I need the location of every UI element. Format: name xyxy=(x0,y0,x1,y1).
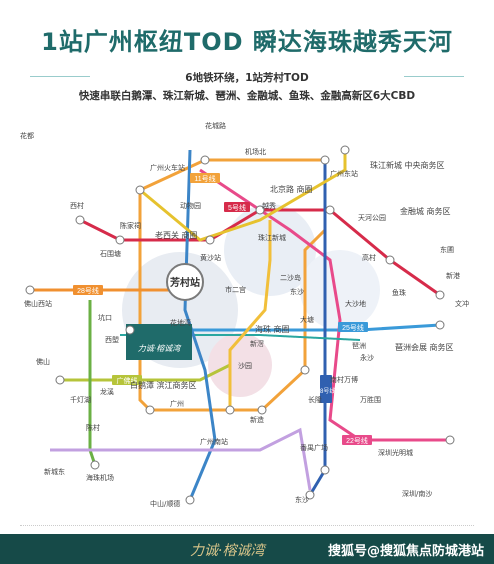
zone-beijinglu: 北京路 商圈 xyxy=(270,184,313,194)
station-shiweitang: 石围塘 xyxy=(100,249,121,258)
brand-badge xyxy=(126,324,192,360)
divider xyxy=(30,76,90,77)
halo-pazhou xyxy=(300,250,380,330)
station-xinchengdong: 新城东 xyxy=(44,467,65,476)
line-28-label: 28号线 xyxy=(77,286,99,295)
fine-print xyxy=(20,525,474,530)
line-guangfo xyxy=(60,363,231,382)
station-datang: 大塘 xyxy=(300,315,314,324)
station-pazhou: 琶洲 xyxy=(352,342,366,350)
station-ershadao: 二沙岛 xyxy=(280,273,301,282)
station-xinjiao: 新滘 xyxy=(250,339,264,348)
label-line-guangfo: 广佛线 xyxy=(112,375,142,385)
station-gzdong: 广州东站 xyxy=(330,169,358,178)
station-xingang: 新港 xyxy=(446,271,460,280)
station-hzjc: 海珠机场 xyxy=(86,473,114,482)
station-huachenglu: 花城路 xyxy=(205,121,226,130)
zone-jinrongcheng: 金融城 商务区 xyxy=(400,206,451,216)
station-yongsha: 永沙 xyxy=(360,353,374,362)
line-1 xyxy=(139,150,347,242)
zone-laoxiguan: 老西关 商圈 xyxy=(155,230,198,240)
line-2 xyxy=(183,149,217,501)
brand-badge-label: 力诚·榕诚湾 xyxy=(138,344,183,353)
page-title: 1站广州枢纽TOD 瞬达海珠越秀天河 xyxy=(41,28,453,56)
line-18-label: 18号线 xyxy=(317,387,336,395)
station-shayuan: 沙园 xyxy=(238,362,252,370)
station-xinzao: 新造 xyxy=(250,415,264,424)
station-kengkou: 坑口 xyxy=(98,313,112,322)
station-gaocun: 高村 xyxy=(362,253,376,262)
subtitle-cbd: 快速串联白鹅潭、珠江新城、琶洲、金融城、鱼珠、金融高新区6大CBD xyxy=(78,90,416,102)
station-wanshengwei: 万胜围 xyxy=(360,395,381,404)
zone-zhujiang: 珠江新城 中央商务区 xyxy=(370,160,445,170)
station-yuexiu: 越秀 xyxy=(262,201,276,210)
station-zhujiangxc: 珠江新城 xyxy=(258,233,286,242)
halo-haizhu xyxy=(208,333,272,397)
station-jichangbei: 机场北 xyxy=(245,147,266,156)
divider xyxy=(404,76,464,77)
station-gzhcz: 广州火车站 xyxy=(150,163,185,172)
footer-bar: 力诚·榕诚湾 搜狐号@搜狐焦点防城港站 xyxy=(0,534,494,564)
footer-brand: 力诚·榕诚湾 xyxy=(190,543,265,559)
line-22-label: 22号线 xyxy=(346,436,368,445)
station-foshanxi: 佛山西站 xyxy=(24,299,52,308)
station-foshan: 佛山 xyxy=(36,357,50,366)
station-huangsha: 黄沙站 xyxy=(200,253,221,262)
label-line-25: 25号线 xyxy=(338,322,368,332)
station-shenzhennansha: 深圳/南沙 xyxy=(402,489,432,498)
station-xilang: 西塱 xyxy=(105,335,119,344)
station-dongshanl: 东沙 xyxy=(290,287,304,296)
station-tianhegy: 天河公园 xyxy=(358,214,386,222)
station-guangzhou: 广州 xyxy=(170,399,184,408)
station-nancunwb: 南村万博 xyxy=(330,375,358,384)
station-chenjiaci: 陈家祠 xyxy=(120,221,141,230)
station-zhongshan: 中山/顺德 xyxy=(150,499,180,508)
station-huadu: 花都 xyxy=(20,131,34,140)
station-shenzhengm: 深圳光明城 xyxy=(378,448,413,457)
station-gzsouth: 广州南站 xyxy=(200,437,228,446)
line-11-label: 11号线 xyxy=(194,174,215,183)
station-dongsha: 东沙 xyxy=(295,495,309,504)
fangcun-station-label: 芳村站 xyxy=(170,276,200,289)
line-circle xyxy=(50,427,312,491)
station-wenchong: 文冲 xyxy=(455,299,469,308)
station-dashadi: 大沙地 xyxy=(345,299,366,308)
station-qiandenghu: 千灯湖 xyxy=(70,395,91,404)
label-line-18: 18号线 xyxy=(317,375,336,403)
zone-baietan: 白鹅潭 滨江商务区 xyxy=(130,380,197,390)
station-xicun: 西村 xyxy=(70,201,84,210)
line-3 xyxy=(228,220,272,410)
line-guangfo-label: 广佛线 xyxy=(117,376,138,385)
station-huadiwan: 花地湾 xyxy=(170,318,191,327)
zone-haizhu: 海珠 商圈 xyxy=(255,324,290,334)
zone-pazhou: 琶洲会展 商务区 xyxy=(395,342,454,352)
station-longxi: 龙溪 xyxy=(100,387,114,396)
label-line-5: 5号线 xyxy=(224,202,250,212)
line-25-label: 25号线 xyxy=(342,323,364,332)
station-dongpu: 东圃 xyxy=(440,245,454,254)
fangcun-station-marker xyxy=(166,263,204,301)
line-5-label: 5号线 xyxy=(228,203,246,212)
station-chencun: 陈村 xyxy=(86,423,100,432)
line-intercity xyxy=(88,300,97,466)
station-shiergong: 市二宫 xyxy=(225,285,246,294)
station-yuzhu: 鱼珠 xyxy=(392,288,406,297)
metro-map: 11号线 5号线 28号线 25号线 22号线 18号线 广佛线 芳村站 力诚·… xyxy=(20,121,469,508)
station-changlong: 长隆 xyxy=(308,395,322,404)
station-panyugc: 番禺广场 xyxy=(300,443,328,452)
station-dongwuyuan: 动物园 xyxy=(180,201,201,210)
label-line-22: 22号线 xyxy=(342,435,372,445)
watermark: 搜狐号@搜狐焦点防城港站 xyxy=(327,544,484,559)
label-line-28: 28号线 xyxy=(73,285,103,295)
label-line-11: 11号线 xyxy=(190,173,220,183)
subtitle: 6地铁环绕，1站芳村TOD xyxy=(185,72,309,84)
station-dots xyxy=(25,145,455,505)
